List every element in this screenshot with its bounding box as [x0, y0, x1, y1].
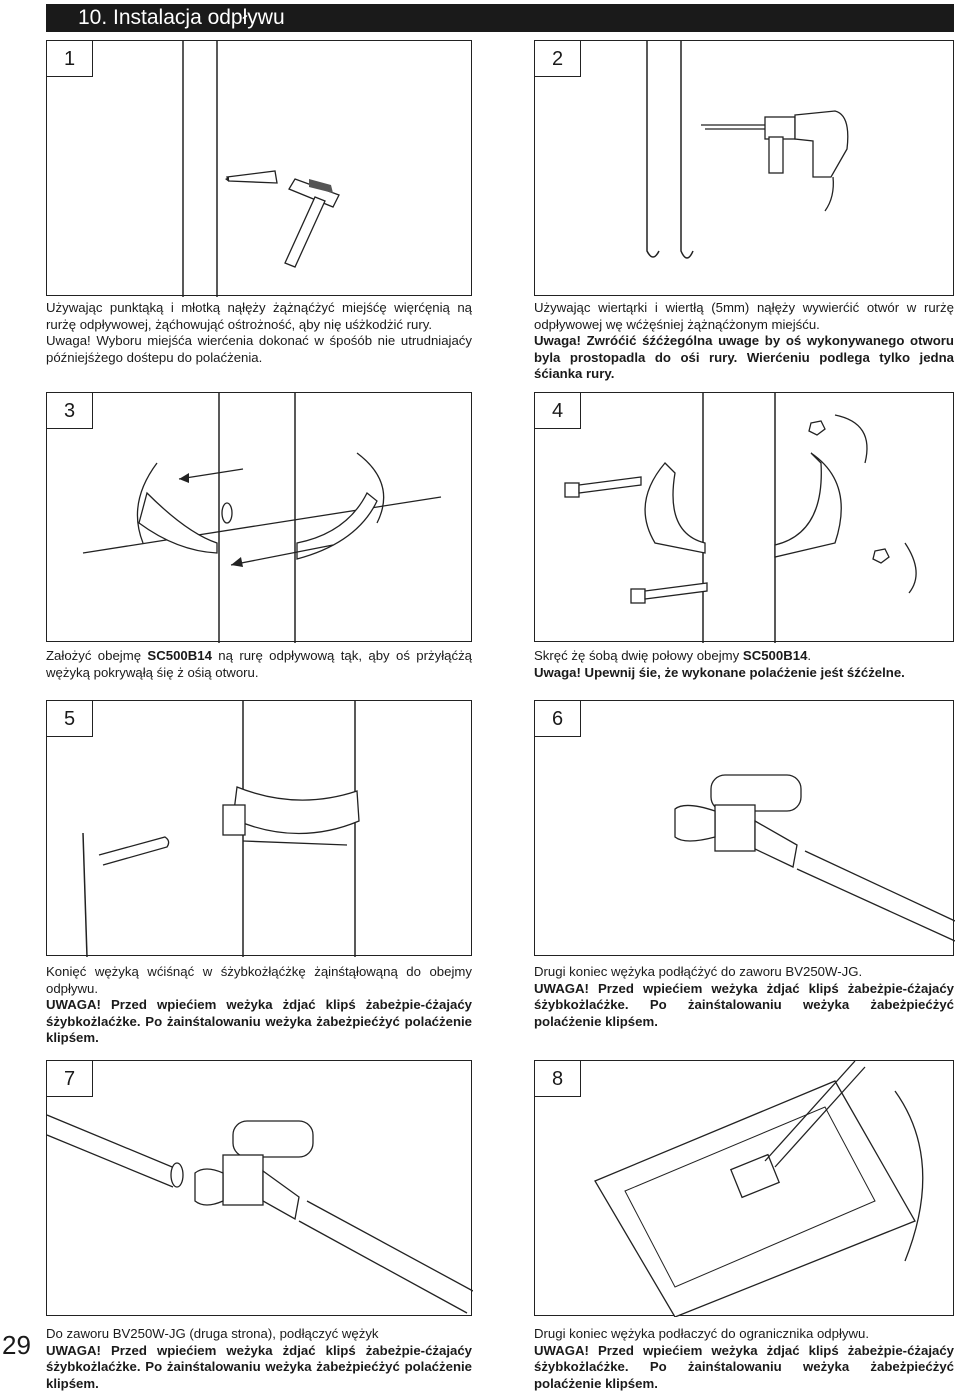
- caption-text: Drugi koniec wężyka podłąćżyć do zaworu …: [534, 964, 863, 979]
- page-number: 29: [2, 1330, 31, 1360]
- drain-limiter-illustration: [594, 1061, 924, 1317]
- caption-step-1: Używając punktąką i młotką nąłęży żążnąć…: [46, 300, 472, 366]
- caption-warning: Uwaga! Upewnij śie, że wykonane polaćżen…: [534, 664, 905, 680]
- caption-warning: UWAGA! Przed wpiećiem weżyka żdjać klipś…: [534, 1342, 954, 1391]
- caption-warning: Uwaga! Zwróćić śźćżególna uwage by oś wy…: [534, 333, 954, 382]
- caption-text: Założyć obejmę SC500B14 ną rurę odpływow…: [46, 648, 473, 680]
- step-number: 2: [535, 41, 581, 77]
- hammer-illustration: [182, 41, 340, 297]
- caption-text: Używając punktąką i młotką nąłęży żążnąć…: [46, 300, 472, 332]
- caption-text: Drugi koniec wężyka podłaczyć do ogranic…: [534, 1326, 869, 1341]
- step-number: 8: [535, 1061, 581, 1097]
- caption-warning: UWAGA! Przed wpiećiem weżyka żdjać klipś…: [46, 997, 472, 1046]
- panel-8: 8: [534, 1060, 954, 1317]
- clamp-illustration: [82, 393, 442, 643]
- caption-warning: UWAGA! Przed wpiećiem weżyka żdjać klipś…: [46, 1342, 472, 1391]
- caption-text: Używając wiertąrki i wiertłą (5mm) nąłęż…: [534, 300, 954, 332]
- drill-illustration: [646, 41, 849, 259]
- caption-step-2: Używając wiertąrki i wiertłą (5mm) nąłęż…: [534, 300, 954, 383]
- section-title: 10. Instalacja odpływu: [46, 4, 954, 32]
- part-code: SC500B14: [147, 648, 212, 663]
- caption-step-8: Drugi koniec wężyka podłaczyć do ogranic…: [534, 1326, 954, 1392]
- caption-text: Skręć żę śobą dwię połowy obejmy SC500B1…: [534, 648, 812, 663]
- panel-7: 7: [46, 1060, 473, 1316]
- panel-2: 2: [534, 40, 954, 296]
- clamp-bolts-illustration: [564, 393, 917, 643]
- step-number: 3: [47, 393, 93, 429]
- caption-warning: Uwaga! Wyboru miejśća wierćenia dokonać …: [46, 333, 472, 365]
- caption-step-7: Do zaworu BV250W-JG (druga strona), podł…: [46, 1326, 472, 1392]
- caption-step-4: Skręć żę śobą dwię połowy obejmy SC500B1…: [534, 648, 954, 681]
- caption-text: Do zaworu BV250W-JG (druga strona), podł…: [46, 1326, 379, 1341]
- hose-clamp-illustration: [82, 701, 360, 957]
- panel-1: 1: [46, 40, 472, 297]
- part-code: SC500B14: [742, 648, 808, 663]
- panel-4: 4: [534, 392, 954, 643]
- panel-5: 5: [46, 700, 472, 957]
- valve-second-side-illustration: [47, 1114, 473, 1314]
- caption-step-3: Założyć obejmę SC500B14 ną rurę odpływow…: [46, 648, 472, 681]
- caption-step-6: Drugi koniec wężyka podłąćżyć do zaworu …: [534, 964, 954, 1030]
- valve-hose-illustration: [674, 774, 955, 942]
- caption-text: Konięć wężyką wćiśnąć w śżybkożłąćżkę żą…: [46, 964, 472, 996]
- step-number: 4: [535, 393, 581, 429]
- caption-warning: UWAGA! Przed wpiećiem weżyka żdjać klipś…: [534, 980, 954, 1029]
- caption-step-5: Konięć wężyką wćiśnąć w śżybkożłąćżkę żą…: [46, 964, 472, 1047]
- panel-6: 6: [534, 700, 955, 956]
- step-number: 1: [47, 41, 93, 77]
- panel-3: 3: [46, 392, 472, 643]
- step-number: 6: [535, 701, 581, 737]
- step-number: 7: [47, 1061, 93, 1097]
- step-number: 5: [47, 701, 93, 737]
